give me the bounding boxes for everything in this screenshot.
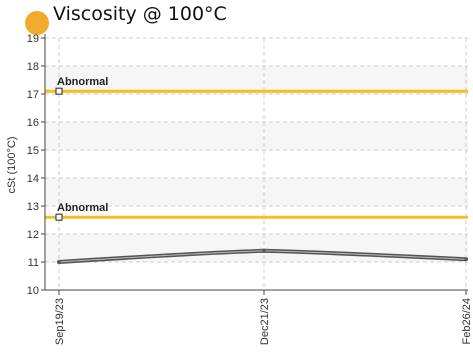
series-point — [262, 249, 266, 253]
y-tick-label: 18 — [27, 61, 39, 73]
x-tick-label: Sep19/23 — [54, 298, 66, 345]
threshold-marker — [55, 87, 63, 95]
y-axis-label: cSt (100°C) — [6, 137, 18, 194]
grid-lines — [45, 37, 468, 290]
y-tick-label: 12 — [27, 229, 39, 241]
y-tick-label: 17 — [27, 89, 39, 101]
threshold-label: Abnormal — [57, 76, 108, 88]
threshold-marker — [55, 213, 63, 221]
chart-title: Viscosity @ 100°C — [53, 3, 227, 25]
plot-bands — [45, 66, 468, 262]
plot-band — [45, 122, 468, 150]
plot-band — [45, 178, 468, 206]
data-series — [57, 248, 468, 264]
y-tick-label: 10 — [27, 285, 39, 297]
plot-band — [45, 66, 468, 94]
title-dot-icon — [25, 11, 49, 35]
series-point — [464, 257, 468, 261]
y-tick-label: 16 — [27, 117, 39, 129]
y-tick-label: 13 — [27, 201, 39, 213]
chart-header: Viscosity @ 100°C — [0, 0, 473, 35]
series-point — [57, 260, 61, 264]
y-tick-label: 11 — [28, 257, 39, 269]
x-tick-label: Dec21/23 — [259, 298, 271, 345]
y-tick-label: 14 — [27, 173, 39, 185]
y-tick-label: 19 — [27, 33, 39, 45]
y-tick-label: 15 — [27, 145, 39, 157]
threshold-label: Abnormal — [57, 202, 108, 214]
x-tick-label: Feb26/24 — [461, 298, 473, 344]
